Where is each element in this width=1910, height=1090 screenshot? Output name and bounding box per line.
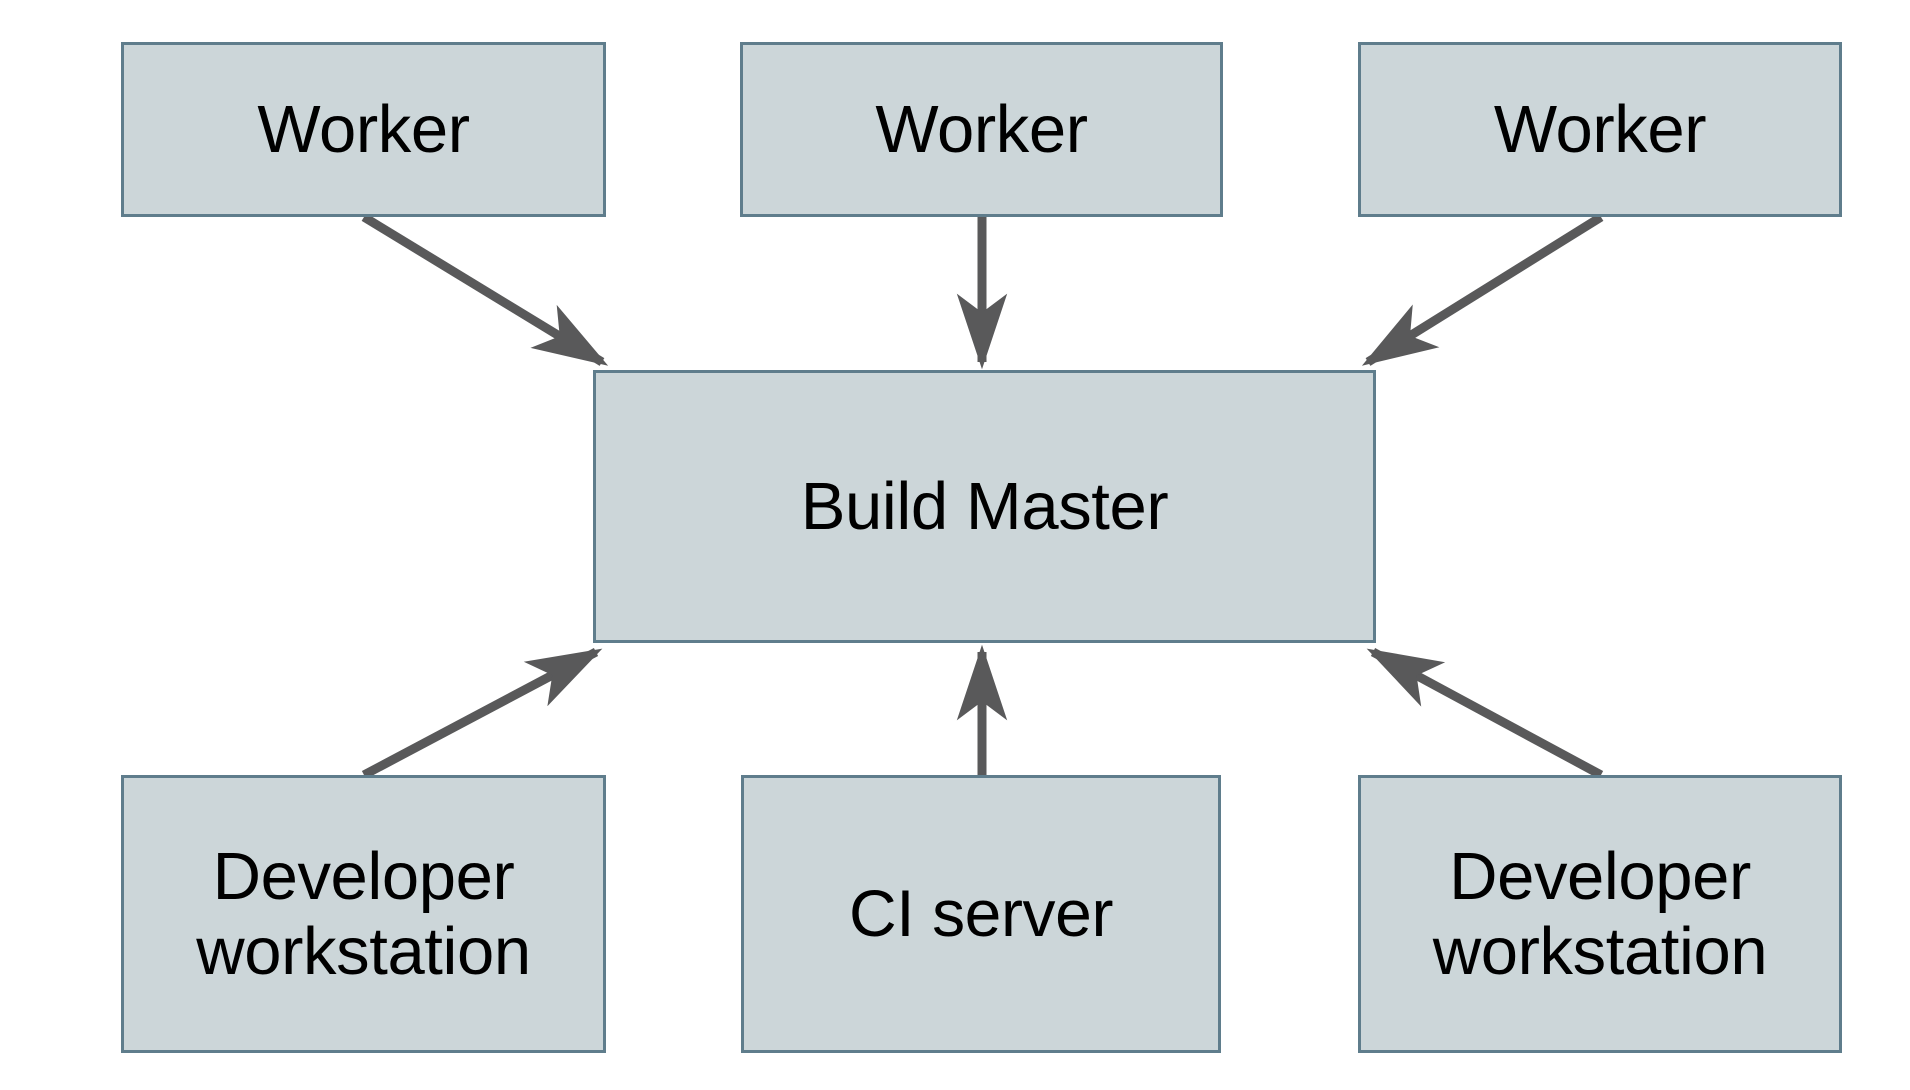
node-build-master-label: Build Master: [800, 468, 1169, 544]
node-worker-3[interactable]: Worker: [1358, 42, 1842, 217]
edge-dev-workstation-right-to-build-master: [1366, 648, 1604, 779]
node-worker-3-label: Worker: [1493, 91, 1707, 167]
node-worker-1[interactable]: Worker: [121, 42, 606, 217]
node-worker-2[interactable]: Worker: [740, 42, 1223, 217]
edge-worker-1-to-build-master: [361, 213, 609, 366]
edge-dev-workstation-left-to-build-master: [361, 648, 603, 779]
node-build-master[interactable]: Build Master: [593, 370, 1376, 643]
edge-worker-3-to-build-master: [1361, 213, 1604, 366]
node-ci-server-label: CI server: [848, 876, 1114, 951]
node-worker-2-label: Worker: [875, 91, 1088, 167]
node-dev-workstation-right[interactable]: Developer workstation: [1358, 775, 1842, 1053]
node-worker-1-label: Worker: [257, 91, 470, 167]
node-ci-server[interactable]: CI server: [741, 775, 1221, 1053]
node-dev-workstation-left-label: Developer workstation: [196, 838, 531, 989]
node-dev-workstation-right-label: Developer workstation: [1432, 838, 1768, 989]
node-dev-workstation-left[interactable]: Developer workstation: [121, 775, 606, 1053]
